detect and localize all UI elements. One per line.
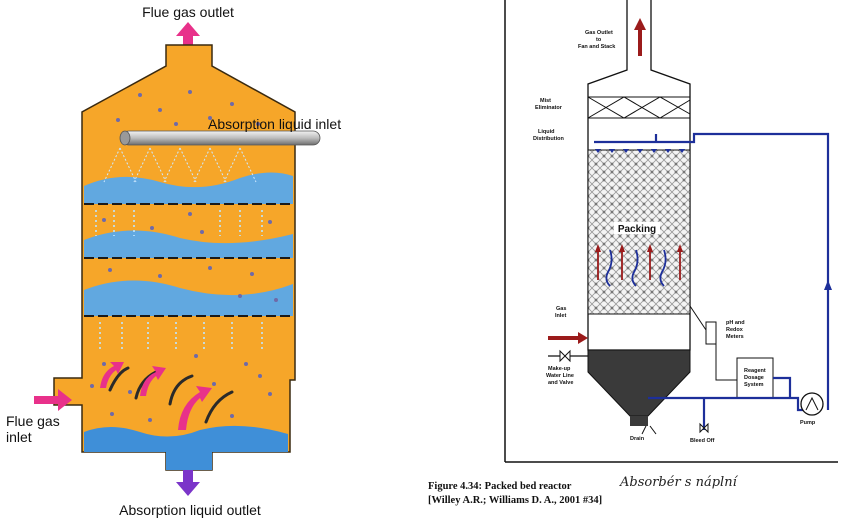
gas-outlet-label-line1: Gas Outlet [585, 30, 613, 36]
gas-outlet-arrow [634, 18, 646, 56]
pump-label: Pump [800, 420, 816, 426]
ph-meters-label-line3: Meters [726, 334, 744, 340]
liquid-distribution-label-line2: Distribution [533, 136, 564, 142]
absorption-liquid-outlet-arrow [176, 470, 200, 496]
reactor-hopper [587, 349, 691, 417]
absorption-liquid-outlet-label: Absorption liquid outlet [119, 502, 261, 518]
gas-inlet-label-line2: Inlet [555, 313, 566, 319]
reagent-label-line2: Dosage [744, 375, 764, 381]
reagent-dosage-system [736, 357, 774, 399]
handwritten-note: Absorbér s náplní [619, 475, 739, 490]
bleed-off-label: Bleed Off [690, 438, 715, 444]
makeup-label-line2: Water Line [546, 373, 574, 379]
drain-label: Drain [630, 436, 645, 442]
makeup-label-line1: Make-up [548, 366, 571, 372]
reagent-label-line3: System [744, 382, 764, 388]
liquid-band-middle [84, 230, 293, 258]
flue-gas-inlet-label-line2: inlet [6, 429, 32, 445]
mist-eliminator [587, 96, 691, 119]
gas-inlet-arrow [548, 332, 588, 344]
absorption-liquid-inlet-label: Absorption liquid inlet [208, 116, 341, 132]
flue-gas-inlet-label-line1: Flue gas [6, 413, 60, 429]
pump [800, 392, 824, 416]
makeup-label-line3: and Valve [548, 380, 573, 386]
gas-outlet-label-line3: Fan and Stack [578, 44, 616, 50]
liquid-band-top [84, 172, 293, 204]
figure-caption-line2: [Willey A.R.; Williams D. A., 2001 #34] [428, 495, 602, 506]
makeup-water-valve [548, 349, 588, 363]
flue-gas-outlet-arrow [176, 22, 200, 52]
packing-label: Packing [618, 224, 656, 235]
flue-gas-outlet-label: Flue gas outlet [142, 4, 234, 20]
liquid-distribution-pipe [594, 132, 830, 410]
mist-eliminator-label-line2: Eliminator [535, 105, 563, 111]
right-packed-bed-diagram: Gas Outlet to Fan and Stack Mist Elimina… [428, 0, 838, 506]
figure-caption-line1: Figure 4.34: Packed bed reactor [428, 481, 572, 492]
reagent-label-line1: Reagent [744, 368, 766, 374]
gas-outlet-label-line2: to [596, 37, 602, 43]
ph-meters-label-line1: pH and [726, 320, 745, 326]
ph-meters-label-line2: Redox [726, 327, 744, 333]
liquid-band-lower [84, 280, 293, 316]
absorption-liquid-inlet-pipe [119, 130, 321, 146]
mist-eliminator-label-line1: Mist [540, 98, 551, 104]
ph-redox-meters [689, 305, 717, 345]
flue-gas-inlet-arrow [34, 389, 72, 411]
gas-inlet-label-line1: Gas [556, 306, 566, 312]
liquid-distribution-label-line1: Liquid [538, 129, 555, 135]
liquid-pool-bottom [84, 425, 288, 470]
left-scrubber-diagram: Flue gas outlet Absorption liquid inlet … [6, 4, 341, 518]
